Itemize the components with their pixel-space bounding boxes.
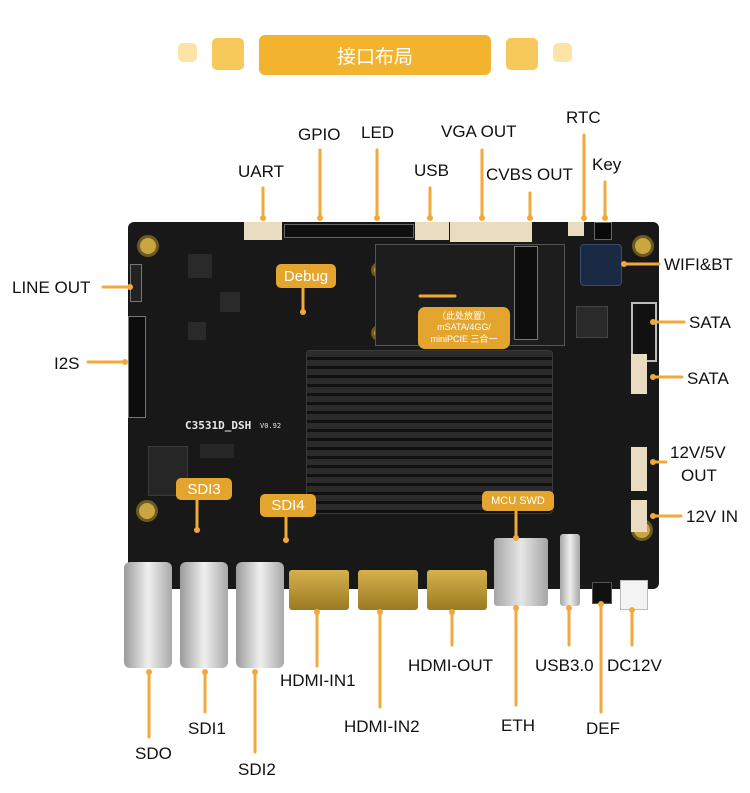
sata-connector — [631, 354, 647, 394]
decor-square-4 — [553, 43, 572, 62]
gpio-header — [284, 224, 414, 238]
label-12v5v-out-line2: OUT — [681, 466, 717, 485]
decor-square-1 — [178, 43, 197, 62]
bnc-connector-sdi2 — [236, 562, 284, 668]
usb-header — [415, 222, 449, 240]
decor-square-2 — [212, 38, 244, 70]
label-sdi2: SDI2 — [238, 760, 276, 779]
label-uart: UART — [238, 162, 284, 181]
label-i2s: I2S — [54, 354, 80, 373]
callout-slot-line1: （此处放置） — [436, 311, 491, 322]
i2s-header — [128, 316, 146, 418]
mounting-hole-icon — [632, 235, 654, 257]
hdmi-connector-in2 — [358, 570, 418, 610]
chip — [200, 444, 234, 458]
chip — [576, 306, 608, 338]
label-led: LED — [361, 123, 395, 142]
vga-header — [450, 222, 532, 242]
callout-sdi4: SDI4 — [260, 494, 316, 517]
label-line-out: LINE OUT — [12, 278, 91, 297]
mounting-hole-icon — [137, 235, 159, 257]
callout-expansion-slot: （此处放置） mSATA/4GG/ miniPCIE 三合一 — [418, 307, 510, 349]
decor-square-3 — [506, 38, 538, 70]
label-cvbs-out: CVBS OUT — [486, 165, 573, 184]
callout-debug: Debug — [276, 264, 336, 288]
page-title: 接口布局 — [259, 35, 491, 75]
key-button — [594, 222, 612, 240]
callout-slot-line2: mSATA/4GG/ — [437, 322, 491, 333]
label-hdmi-in1: HDMI-IN1 — [280, 671, 356, 690]
chip — [188, 254, 212, 278]
wifi-module — [580, 244, 622, 286]
hdmi-connector-out — [427, 570, 487, 610]
label-12v-in: 12V IN — [686, 507, 738, 526]
rtc-header — [568, 222, 584, 236]
hdmi-connector-in1 — [289, 570, 349, 610]
uart-header — [244, 222, 282, 240]
label-key: Key — [592, 155, 622, 174]
label-def: DEF — [586, 719, 620, 738]
label-rtc: RTC — [566, 108, 601, 127]
mounting-hole-icon — [136, 500, 158, 522]
bnc-connector-sdi1 — [180, 562, 228, 668]
label-usb: USB — [414, 161, 449, 180]
label-hdmi-out: HDMI-OUT — [408, 656, 493, 675]
minipcie-slot — [514, 246, 538, 340]
chip — [188, 322, 206, 340]
label-gpio: GPIO — [298, 125, 341, 144]
label-hdmi-in2: HDMI-IN2 — [344, 717, 420, 736]
callout-sdi3: SDI3 — [176, 478, 232, 500]
circuit-board: C3531D_DSH V0.92 — [128, 222, 659, 589]
power-in-connector — [631, 500, 647, 532]
label-sata-1: SATA — [689, 313, 731, 332]
label-dc12v: DC12V — [607, 656, 662, 675]
callout-slot-line3: miniPCIE 三合一 — [430, 333, 498, 344]
bnc-connector-sdo — [124, 562, 172, 668]
usb3-connector — [560, 534, 580, 606]
board-version: V0.92 — [260, 422, 282, 430]
label-eth: ETH — [501, 716, 535, 735]
heatsink — [306, 350, 553, 514]
power-out-connector — [631, 447, 647, 491]
label-sata-2: SATA — [687, 369, 729, 388]
callout-mcu-swd: MCU SWD — [482, 491, 554, 511]
callout-mcu-swd-text: MCU SWD — [491, 495, 545, 507]
board-silkscreen: C3531D_DSH — [185, 419, 252, 432]
label-usb30: USB3.0 — [535, 656, 594, 675]
chip — [148, 446, 188, 496]
label-vga-out: VGA OUT — [441, 122, 517, 141]
chip — [220, 292, 240, 312]
eth-connector — [494, 538, 548, 606]
label-sdi1: SDI1 — [188, 719, 226, 738]
label-sdo: SDO — [135, 744, 172, 763]
label-wifi-bt: WIFI&BT — [664, 255, 733, 274]
line-out-header — [130, 264, 142, 302]
label-12v5v-out-line1: 12V/5V — [670, 443, 726, 462]
